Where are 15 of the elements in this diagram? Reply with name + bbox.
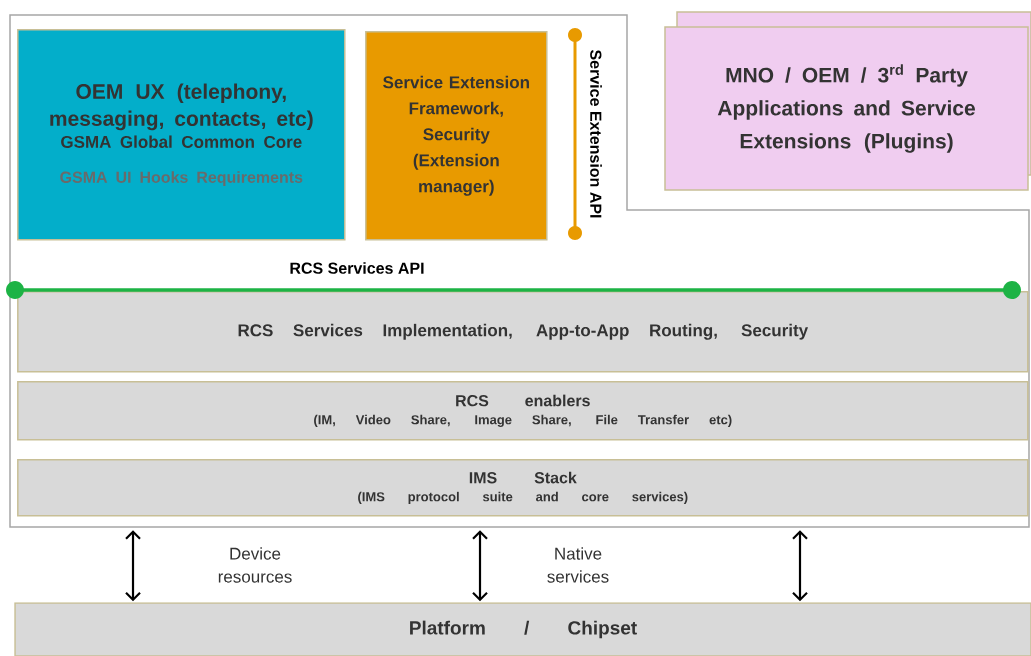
double-arrow bbox=[472, 530, 488, 602]
platform-box: Platform / Chipset bbox=[14, 602, 1031, 656]
ux-box: OEM UX (telephony, messaging, contacts, etc) GSMA Global Common Core GSMA UI Hooks Requirements bbox=[17, 29, 346, 241]
arrow-caption: Native services bbox=[547, 547, 609, 583]
container-frame bbox=[9, 14, 1030, 528]
arrow-caption: Device resources bbox=[218, 547, 292, 583]
double-arrow bbox=[125, 530, 141, 602]
layer-box: RCS Services Implementation, App-to-App Routing, Security bbox=[17, 291, 1029, 373]
double-arrow bbox=[792, 530, 808, 602]
plugin-box: MNO / OEM / 3$^{rd}$ Party Applications and Service Extensions (Plugins) bbox=[664, 11, 1031, 191]
api-label: RCS Services API bbox=[290, 262, 424, 274]
framework-box: Service Extension Framework, Security (Extension manager) bbox=[365, 31, 548, 241]
api-label: Service Extension API bbox=[590, 49, 602, 218]
layer-box: IMS Stack (IMS protocol suite and core services) bbox=[17, 459, 1029, 517]
layer-box: RCS enablers (IM, Video Share, Image Share, File Transfer etc) bbox=[17, 381, 1029, 441]
